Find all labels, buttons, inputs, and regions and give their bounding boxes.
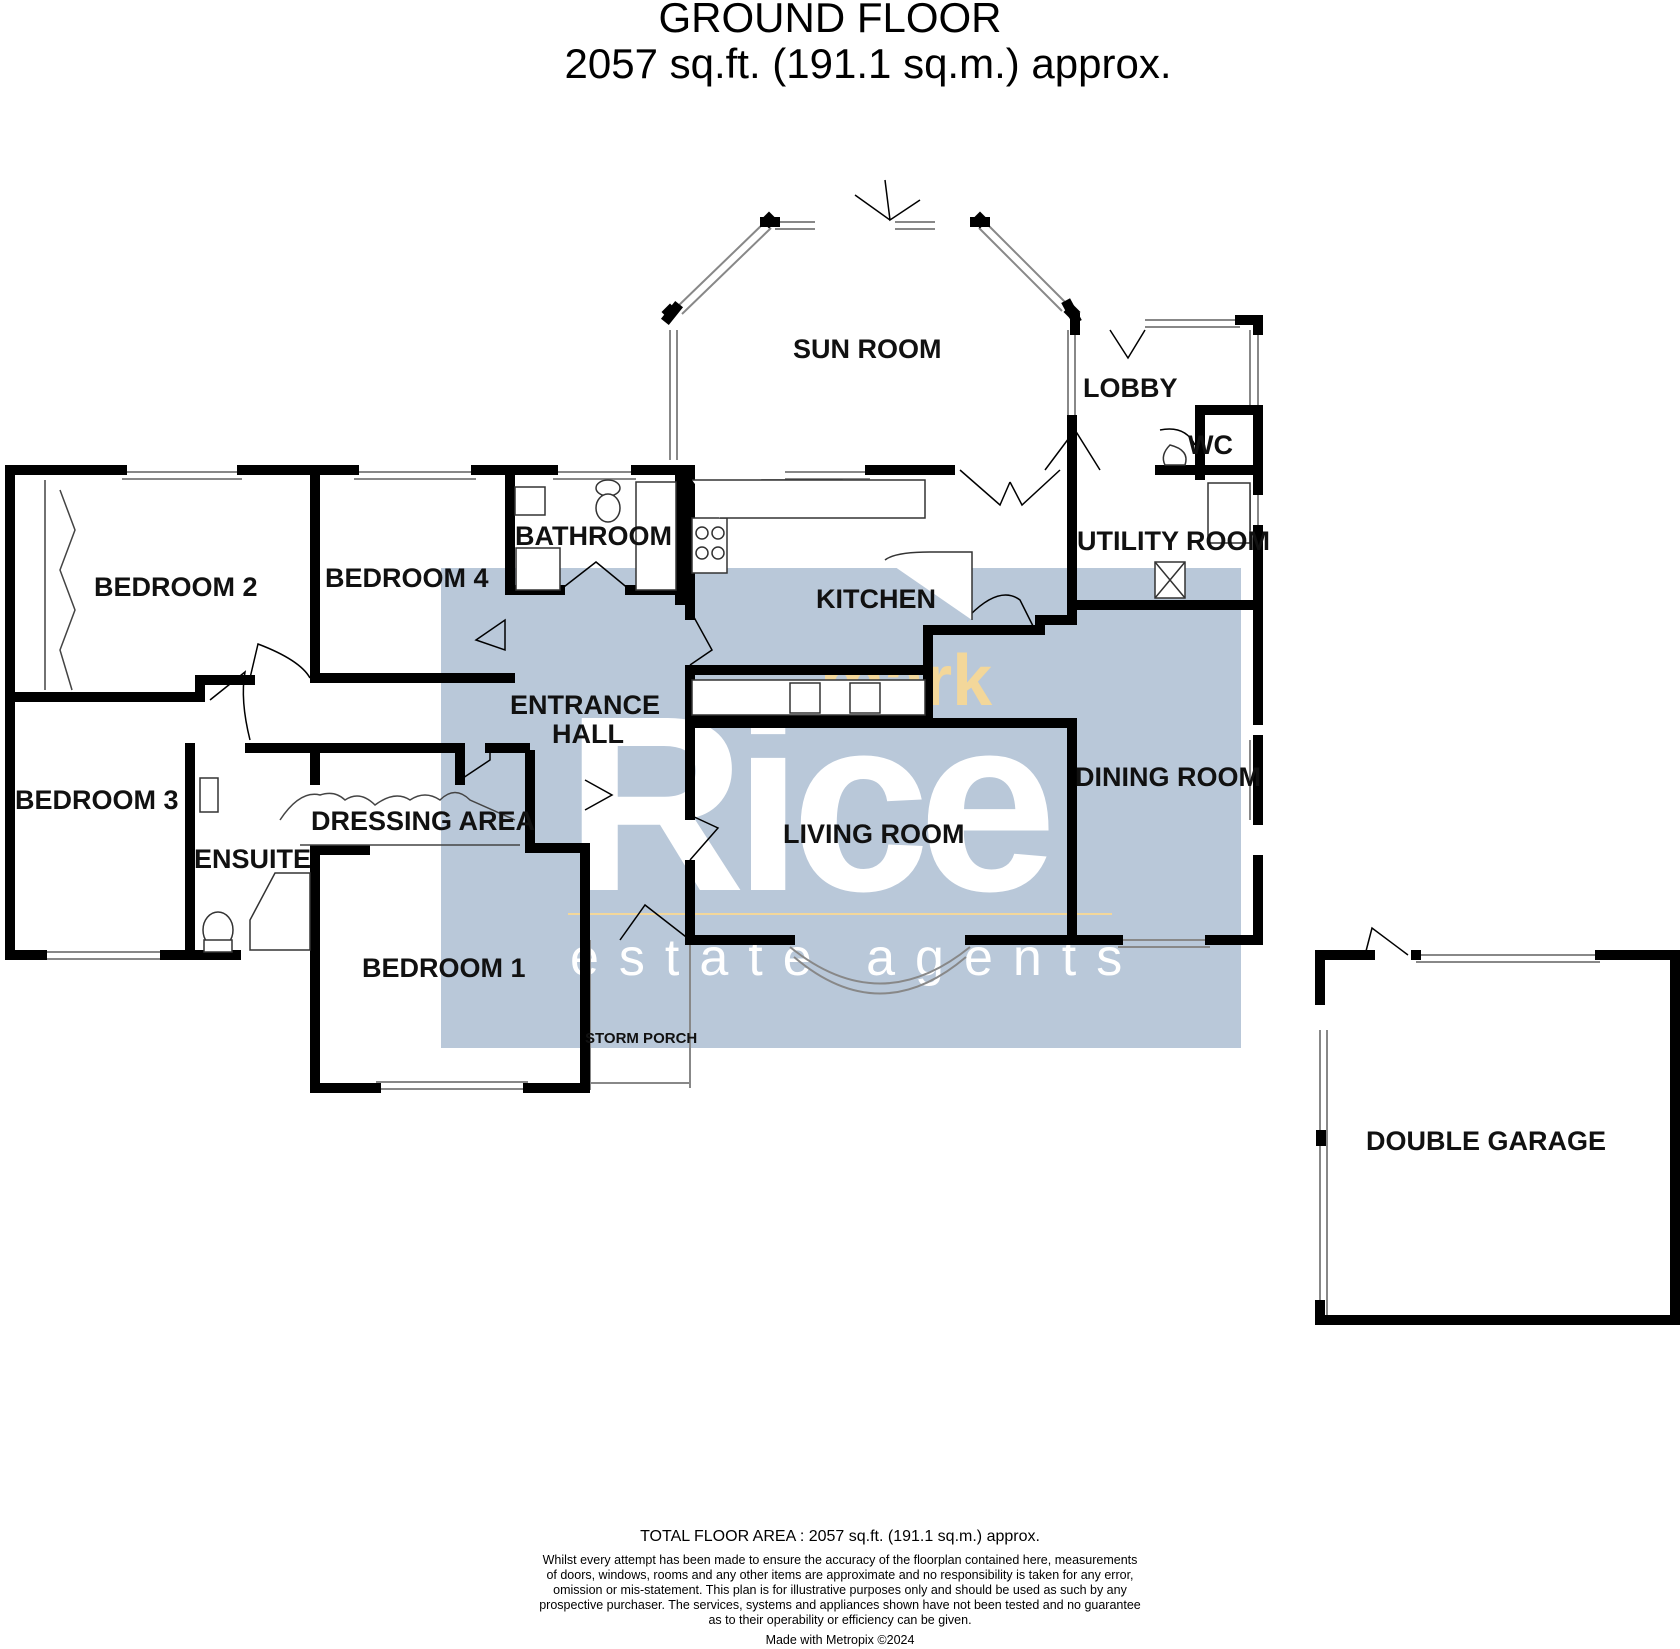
label-ensuite: ENSUITE (194, 844, 311, 874)
disclaimer-line: of doors, windows, rooms and any other i… (546, 1568, 1134, 1582)
label-bedroom-4: BEDROOM 4 (325, 563, 489, 593)
label-bedroom-1: BEDROOM 1 (362, 953, 526, 983)
disclaimer-line: as to their operability or efficiency ca… (708, 1613, 972, 1627)
label-storm-porch: STORM PORCH (585, 1030, 697, 1047)
disclaimer: Whilst every attempt has been made to en… (440, 1553, 1240, 1628)
label-entrance-hall-line2: HALL (552, 719, 624, 749)
total-floor-area: TOTAL FLOOR AREA : 2057 sq.ft. (191.1 sq… (640, 1528, 1040, 1545)
label-living-room: LIVING ROOM (783, 819, 965, 849)
label-lobby: LOBBY (1083, 373, 1178, 403)
watermark: mark Rice estate agents (441, 568, 1241, 1048)
label-dressing-area: DRESSING AREA (311, 806, 535, 836)
label-double-garage: DOUBLE GARAGE (1366, 1126, 1606, 1156)
label-bedroom-3: BEDROOM 3 (15, 785, 179, 815)
label-entrance-hall-line1: ENTRANCE (510, 690, 660, 720)
label-bathroom: BATHROOM (515, 521, 672, 551)
watermark-panel (441, 568, 1241, 1048)
plan-title: GROUND FLOOR (658, 0, 1002, 41)
label-sun-room: SUN ROOM (793, 334, 942, 364)
doors (209, 179, 1409, 956)
disclaimer-line: omission or mis-statement. This plan is … (553, 1583, 1127, 1597)
fixtures (199, 444, 1251, 953)
label-utility-room: UTILITY ROOM (1077, 526, 1270, 556)
label-bedroom-2: BEDROOM 2 (94, 572, 258, 602)
room-labels: SUN ROOM LOBBY WC BEDROOM 2 BEDROOM 4 BA… (15, 334, 1606, 1156)
disclaimer-line: prospective purchaser. The services, sys… (539, 1598, 1141, 1612)
label-wc: WC (1188, 430, 1233, 460)
disclaimer-line: Whilst every attempt has been made to en… (542, 1553, 1138, 1567)
wardrobe-doors (44, 480, 520, 846)
label-dining-room: DINING ROOM (1075, 762, 1261, 792)
plan-subtitle: 2057 sq.ft. (191.1 sq.m.) approx. (564, 40, 1172, 87)
metropix-credit: Made with Metropix ©2024 (765, 1633, 915, 1647)
label-kitchen: KITCHEN (816, 584, 936, 614)
